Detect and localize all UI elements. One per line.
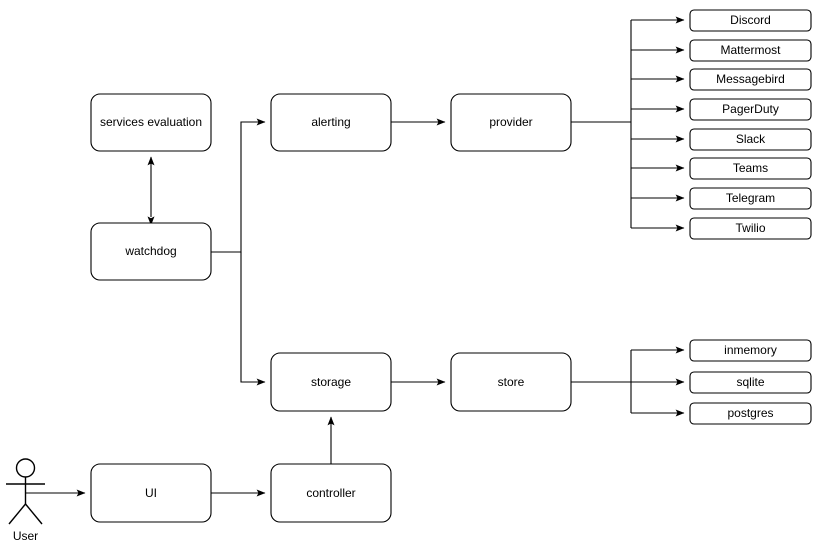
leaf-mattermost[interactable]: Mattermost bbox=[689, 39, 812, 62]
node-ui-box bbox=[90, 463, 212, 523]
actor-user[interactable]: User bbox=[6, 458, 45, 543]
node-store-label: store bbox=[498, 375, 525, 389]
node-store[interactable]: store bbox=[450, 352, 572, 412]
node-services-evaluation-label: services evaluation bbox=[100, 115, 202, 129]
leaf-twilio-label: Twilio bbox=[735, 221, 765, 235]
node-controller-label: controller bbox=[306, 486, 355, 500]
leaf-pagerduty-box bbox=[689, 98, 812, 121]
leaf-mattermost-box bbox=[689, 39, 812, 62]
leaf-pagerduty-label: PagerDuty bbox=[722, 102, 779, 116]
node-services-evaluation-box bbox=[90, 93, 212, 152]
leaf-inmemory[interactable]: inmemory bbox=[689, 339, 812, 362]
leaf-messagebird[interactable]: Messagebird bbox=[689, 68, 812, 91]
node-services-evaluation[interactable]: services evaluation bbox=[90, 93, 212, 152]
actor-user-label: User bbox=[13, 529, 38, 543]
node-alerting-label: alerting bbox=[311, 115, 350, 129]
leaf-slack[interactable]: Slack bbox=[689, 128, 812, 151]
node-alerting[interactable]: alerting bbox=[270, 93, 392, 152]
leaf-teams-box bbox=[689, 157, 812, 180]
stick-figure-head-icon bbox=[15, 458, 36, 478]
node-storage[interactable]: storage bbox=[270, 352, 392, 412]
node-watchdog-box bbox=[90, 222, 212, 281]
leaf-telegram-box bbox=[689, 187, 812, 210]
node-alerting-box bbox=[270, 93, 392, 152]
leaf-discord-box bbox=[689, 9, 812, 32]
leaf-inmemory-label: inmemory bbox=[724, 343, 777, 357]
leaf-twilio-box bbox=[689, 217, 812, 240]
leaf-postgres[interactable]: postgres bbox=[689, 402, 812, 425]
node-watchdog-label: watchdog bbox=[124, 244, 176, 258]
leaf-discord-label: Discord bbox=[730, 13, 771, 27]
leaf-postgres-label: postgres bbox=[727, 406, 773, 420]
leaf-telegram[interactable]: Telegram bbox=[689, 187, 812, 210]
node-controller[interactable]: controller bbox=[270, 463, 392, 523]
node-storage-box bbox=[270, 352, 392, 412]
edge-watchdog-alerting bbox=[211, 118, 266, 253]
stick-figure-left-leg-icon bbox=[8, 503, 27, 525]
leaf-inmemory-box bbox=[689, 339, 812, 362]
node-provider-box bbox=[450, 93, 572, 152]
node-provider-label: provider bbox=[489, 115, 532, 129]
leaf-sqlite-box bbox=[689, 371, 812, 394]
leaf-slack-box bbox=[689, 128, 812, 151]
leaf-discord[interactable]: Discord bbox=[689, 9, 812, 32]
leaf-sqlite[interactable]: sqlite bbox=[689, 371, 812, 394]
leaf-messagebird-label: Messagebird bbox=[716, 72, 785, 86]
leaf-postgres-box bbox=[689, 402, 812, 425]
node-controller-box bbox=[270, 463, 392, 523]
leaf-pagerduty[interactable]: PagerDuty bbox=[689, 98, 812, 121]
node-provider[interactable]: provider bbox=[450, 93, 572, 152]
leaf-mattermost-label: Mattermost bbox=[720, 43, 781, 57]
stick-figure-right-leg-icon bbox=[24, 503, 43, 525]
edge-watchdog-storage bbox=[240, 252, 266, 386]
node-store-box bbox=[450, 352, 572, 412]
leaf-messagebird-box bbox=[689, 68, 812, 91]
node-ui-label: UI bbox=[145, 486, 157, 500]
leaf-teams[interactable]: Teams bbox=[689, 157, 812, 180]
leaf-slack-label: Slack bbox=[736, 132, 766, 146]
leaf-sqlite-label: sqlite bbox=[736, 375, 764, 389]
node-storage-label: storage bbox=[311, 375, 351, 389]
leaf-teams-label: Teams bbox=[733, 161, 768, 175]
leaf-telegram-label: Telegram bbox=[726, 191, 775, 205]
leaf-twilio[interactable]: Twilio bbox=[689, 217, 812, 240]
node-watchdog[interactable]: watchdog bbox=[90, 222, 212, 281]
node-ui[interactable]: UI bbox=[90, 463, 212, 523]
